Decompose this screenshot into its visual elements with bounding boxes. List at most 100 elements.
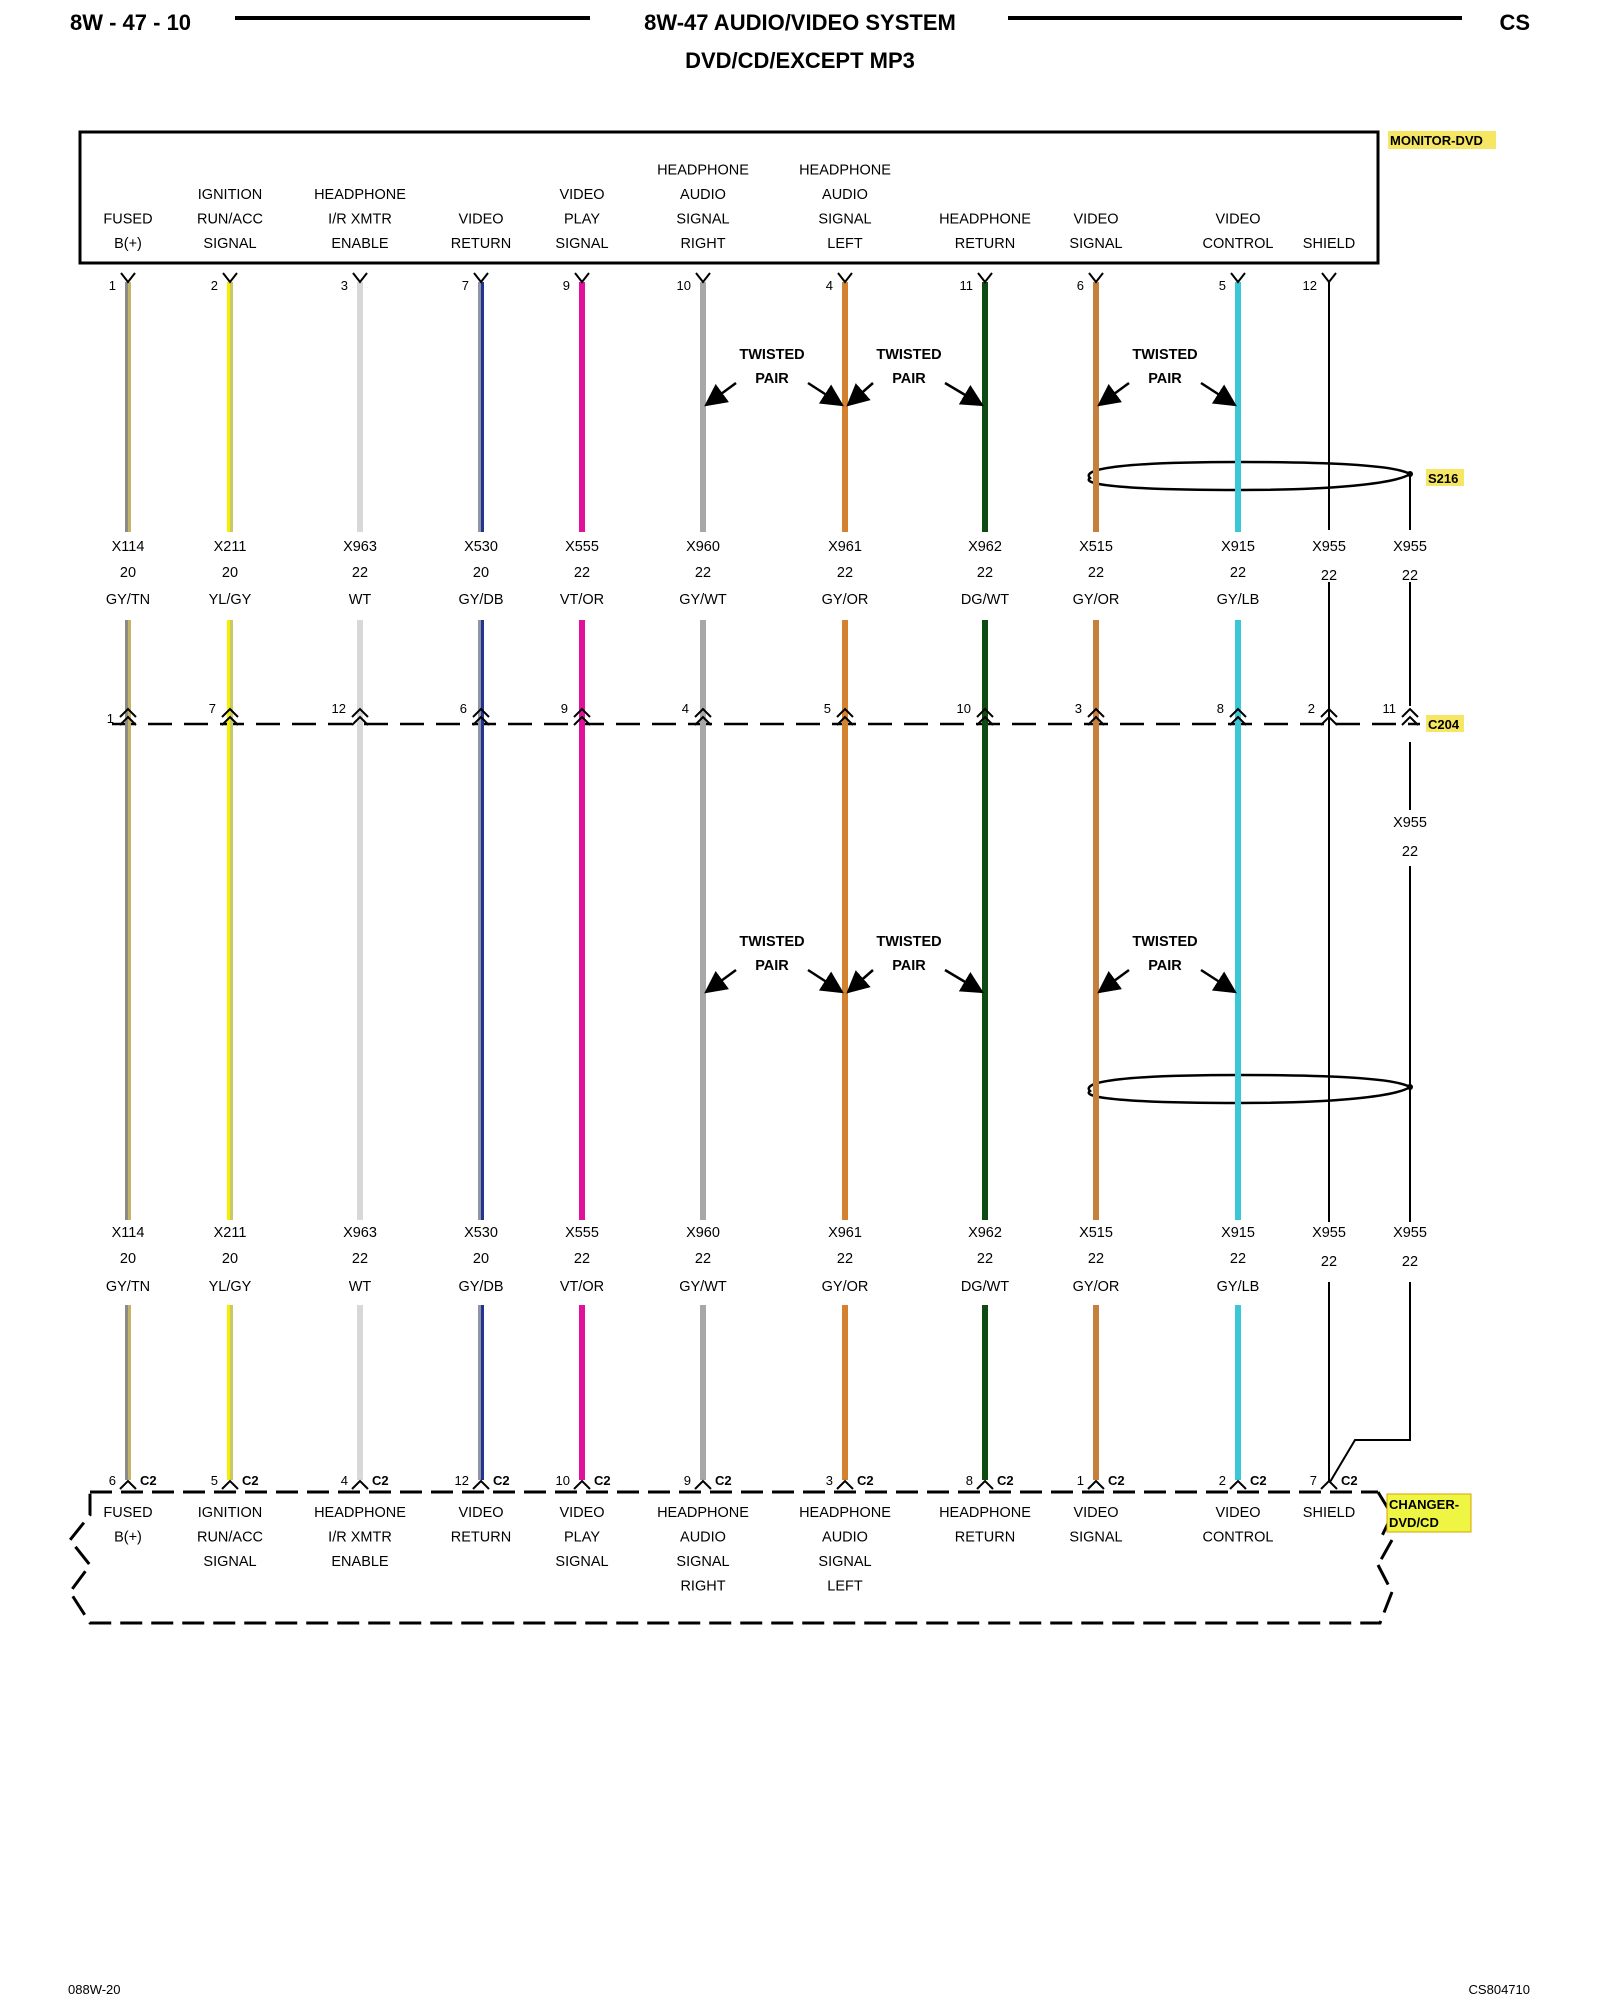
c204-pin-number: 8 <box>1217 701 1224 716</box>
c204-pin-terminal <box>836 707 854 726</box>
top-function-label: FUSED <box>103 212 152 228</box>
twisted-pair-label-line1: TWISTED <box>1132 347 1197 363</box>
bottom-function-label: IGNITION <box>198 1505 262 1521</box>
c204-pin-number: 3 <box>1075 701 1082 716</box>
shield-jumper <box>1329 1282 1411 1483</box>
wire-gauge: 22 <box>352 1251 368 1267</box>
changer-dvd-tag-bg <box>1386 1493 1472 1533</box>
shield-loop-lower <box>1087 1073 1413 1105</box>
top-function-label: SHIELD <box>1303 236 1355 252</box>
page-header: 8W - 47 - 10 8W-47 AUDIO/VIDEO SYSTEM CS… <box>70 10 1530 73</box>
drain-gauge-label: 22 <box>1402 844 1418 860</box>
top-function-label: ENABLE <box>331 236 389 252</box>
wire-color-code: VT/OR <box>560 592 604 608</box>
bottom-function-label: HEADPHONE <box>939 1505 1031 1521</box>
top-pin-number: 3 <box>341 278 348 293</box>
s216-tag-bg <box>1426 469 1464 486</box>
circuit-number: X963 <box>343 539 377 555</box>
c2-pin-number: 7 <box>1310 1473 1317 1488</box>
circuit-number: X915 <box>1221 539 1255 555</box>
top-pin-terminal <box>977 272 993 284</box>
wire-gauge: 20 <box>120 565 136 581</box>
twisted-pair-arrow-right <box>1200 381 1237 407</box>
c204-pin-number: 2 <box>1308 701 1315 716</box>
wire-labels: X11420GY/TNX11420GY/TNX21120YL/GYX21120Y… <box>106 539 1427 1295</box>
c2-pin-terminal <box>836 1479 854 1490</box>
twisted-pair-arrow-left <box>704 381 737 407</box>
top-pin-number: 11 <box>960 278 974 293</box>
circuit-x962-7-wire-seg1 <box>982 282 988 532</box>
page-title: 8W-47 AUDIO/VIDEO SYSTEM <box>644 10 956 35</box>
wire-color-code: WT <box>349 1279 372 1295</box>
twisted-pair-arrow-right <box>807 381 844 407</box>
shield-jumper-wire <box>1329 1282 1411 1483</box>
wire-gauge: 22 <box>695 565 711 581</box>
circuit-number: X955 <box>1312 1225 1346 1241</box>
top-function-label: RETURN <box>955 236 1015 252</box>
wire-color-code: GY/TN <box>106 1279 150 1295</box>
monitor-dvd-box <box>78 130 1380 265</box>
circuit-x960-5-wire-seg3 <box>700 1305 706 1480</box>
wire-gauge: 20 <box>222 565 238 581</box>
circuit-number: X962 <box>968 539 1002 555</box>
c204-pin-terminal <box>472 707 490 726</box>
monitor-dvd-pin-functions: FUSEDB(+)IGNITIONRUN/ACCSIGNALHEADPHONEI… <box>103 163 1355 253</box>
twisted-pair-label-line2: PAIR <box>755 958 789 974</box>
twisted-pair-label-line2: PAIR <box>892 371 926 387</box>
wire-gauge: 22 <box>837 1251 853 1267</box>
drain-circuit-label: X955 <box>1393 815 1427 831</box>
top-pin-number: 5 <box>1219 278 1226 293</box>
circuit-x515-8-wire-seg2 <box>1093 620 1099 1220</box>
c2-pin-number: 12 <box>455 1473 469 1488</box>
top-function-label: SIGNAL <box>676 212 729 228</box>
c2-connector-label: C2 <box>140 1473 157 1488</box>
c204-pin-terminal <box>1320 707 1338 726</box>
c2-pin-number: 1 <box>1077 1473 1084 1488</box>
circuit-x555-4-wire-seg1 <box>579 282 585 532</box>
wire-gauge: 22 <box>1230 565 1246 581</box>
wire-gauge: 22 <box>695 1251 711 1267</box>
c2-pin-number: 9 <box>684 1473 691 1488</box>
top-function-label: LEFT <box>827 236 863 252</box>
wire-gauge: 20 <box>222 1251 238 1267</box>
bottom-function-label: VIDEO <box>1073 1505 1118 1521</box>
wire-color-code: GY/OR <box>822 592 869 608</box>
wire-gauge: 22 <box>1088 565 1104 581</box>
top-pin-number: 2 <box>211 278 218 293</box>
c2-pin-terminal <box>1087 1479 1105 1490</box>
top-function-label: HEADPHONE <box>799 163 891 179</box>
circuit-x515-8-wire-seg3 <box>1093 1305 1099 1480</box>
bottom-function-label: RUN/ACC <box>197 1530 263 1546</box>
top-function-label: RETURN <box>451 236 511 252</box>
circuit-x962-7-wire-seg3 <box>982 1305 988 1480</box>
c2-pin-terminal <box>221 1479 239 1490</box>
monitor-dvd-tag-bg <box>1388 131 1496 149</box>
c204-pin-terminal <box>119 707 137 726</box>
circuit-number: X915 <box>1221 1225 1255 1241</box>
top-pin-number: 1 <box>109 278 116 293</box>
bottom-function-label: SIGNAL <box>818 1554 871 1570</box>
bottom-function-label: HEADPHONE <box>657 1505 749 1521</box>
c2-pin-number: 3 <box>826 1473 833 1488</box>
circuit-x530-3-wire-seg2 <box>478 620 484 1220</box>
top-pin-terminal <box>837 272 853 284</box>
top-function-label: SIGNAL <box>818 212 871 228</box>
c204-pin-number: 10 <box>957 701 971 716</box>
top-pin-number: 10 <box>677 278 691 293</box>
top-pin-terminal <box>1230 272 1246 284</box>
wire-color-code: GY/WT <box>679 1279 727 1295</box>
wire-color-code: GY/OR <box>822 1279 869 1295</box>
shield-loop-upper <box>1087 460 1413 492</box>
top-function-label: I/R XMTR <box>328 212 392 228</box>
top-function-label: SIGNAL <box>203 236 256 252</box>
c204-pin-number: 9 <box>561 701 568 716</box>
bottom-function-label: FUSED <box>103 1505 152 1521</box>
circuit-x963-2-wire-seg2 <box>357 620 363 1220</box>
twisted-pair-label-line2: PAIR <box>755 371 789 387</box>
c204-tag: C204 <box>1428 717 1460 732</box>
circuit-x114-0-wire-seg3 <box>125 1305 131 1480</box>
twisted-pair-label-line1: TWISTED <box>739 934 804 950</box>
wire-gauge: 20 <box>120 1251 136 1267</box>
